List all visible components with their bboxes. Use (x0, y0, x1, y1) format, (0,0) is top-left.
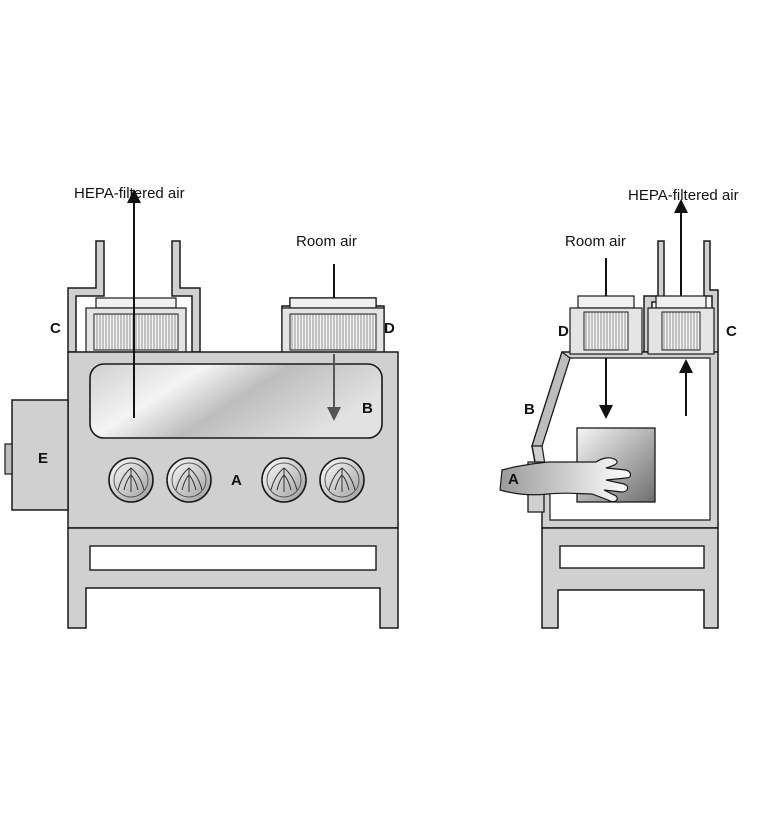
front-exhaust-label: HEPA-filtered air (74, 185, 185, 202)
side-intake-label: Room air (565, 233, 626, 250)
front-stand (67, 527, 399, 629)
front-airlock (4, 399, 69, 511)
front-label-a: A (231, 472, 242, 489)
side-glove-arm (499, 457, 632, 503)
front-label-d: D (384, 320, 395, 337)
side-stand (541, 527, 719, 629)
side-exhaust-label: HEPA-filtered air (628, 187, 739, 204)
side-label-d: D (558, 323, 569, 340)
front-glove-port-3 (261, 457, 307, 503)
front-label-c: C (50, 320, 61, 337)
front-glove-port-2 (166, 457, 212, 503)
side-stand-crossbar (559, 545, 705, 569)
front-exhaust-filter (85, 297, 187, 355)
front-intake-label: Room air (296, 233, 357, 250)
side-view: Room air HEPA-filtered air D C B A (499, 187, 739, 629)
front-label-e: E (38, 450, 48, 467)
front-view: HEPA-filtered air Room air C D B A E (4, 185, 399, 629)
side-sloped-window (531, 351, 571, 447)
front-label-b: B (362, 400, 373, 417)
side-label-c: C (726, 323, 737, 340)
side-intake-filter (569, 295, 643, 355)
front-glove-port-1 (108, 457, 154, 503)
side-label-a: A (508, 471, 519, 488)
side-exhaust-filter (647, 295, 715, 355)
front-viewing-window (89, 363, 383, 439)
front-glove-port-4 (319, 457, 365, 503)
side-label-b: B (524, 401, 535, 418)
front-intake-filter (281, 297, 385, 355)
front-stand-crossbar (89, 545, 377, 571)
